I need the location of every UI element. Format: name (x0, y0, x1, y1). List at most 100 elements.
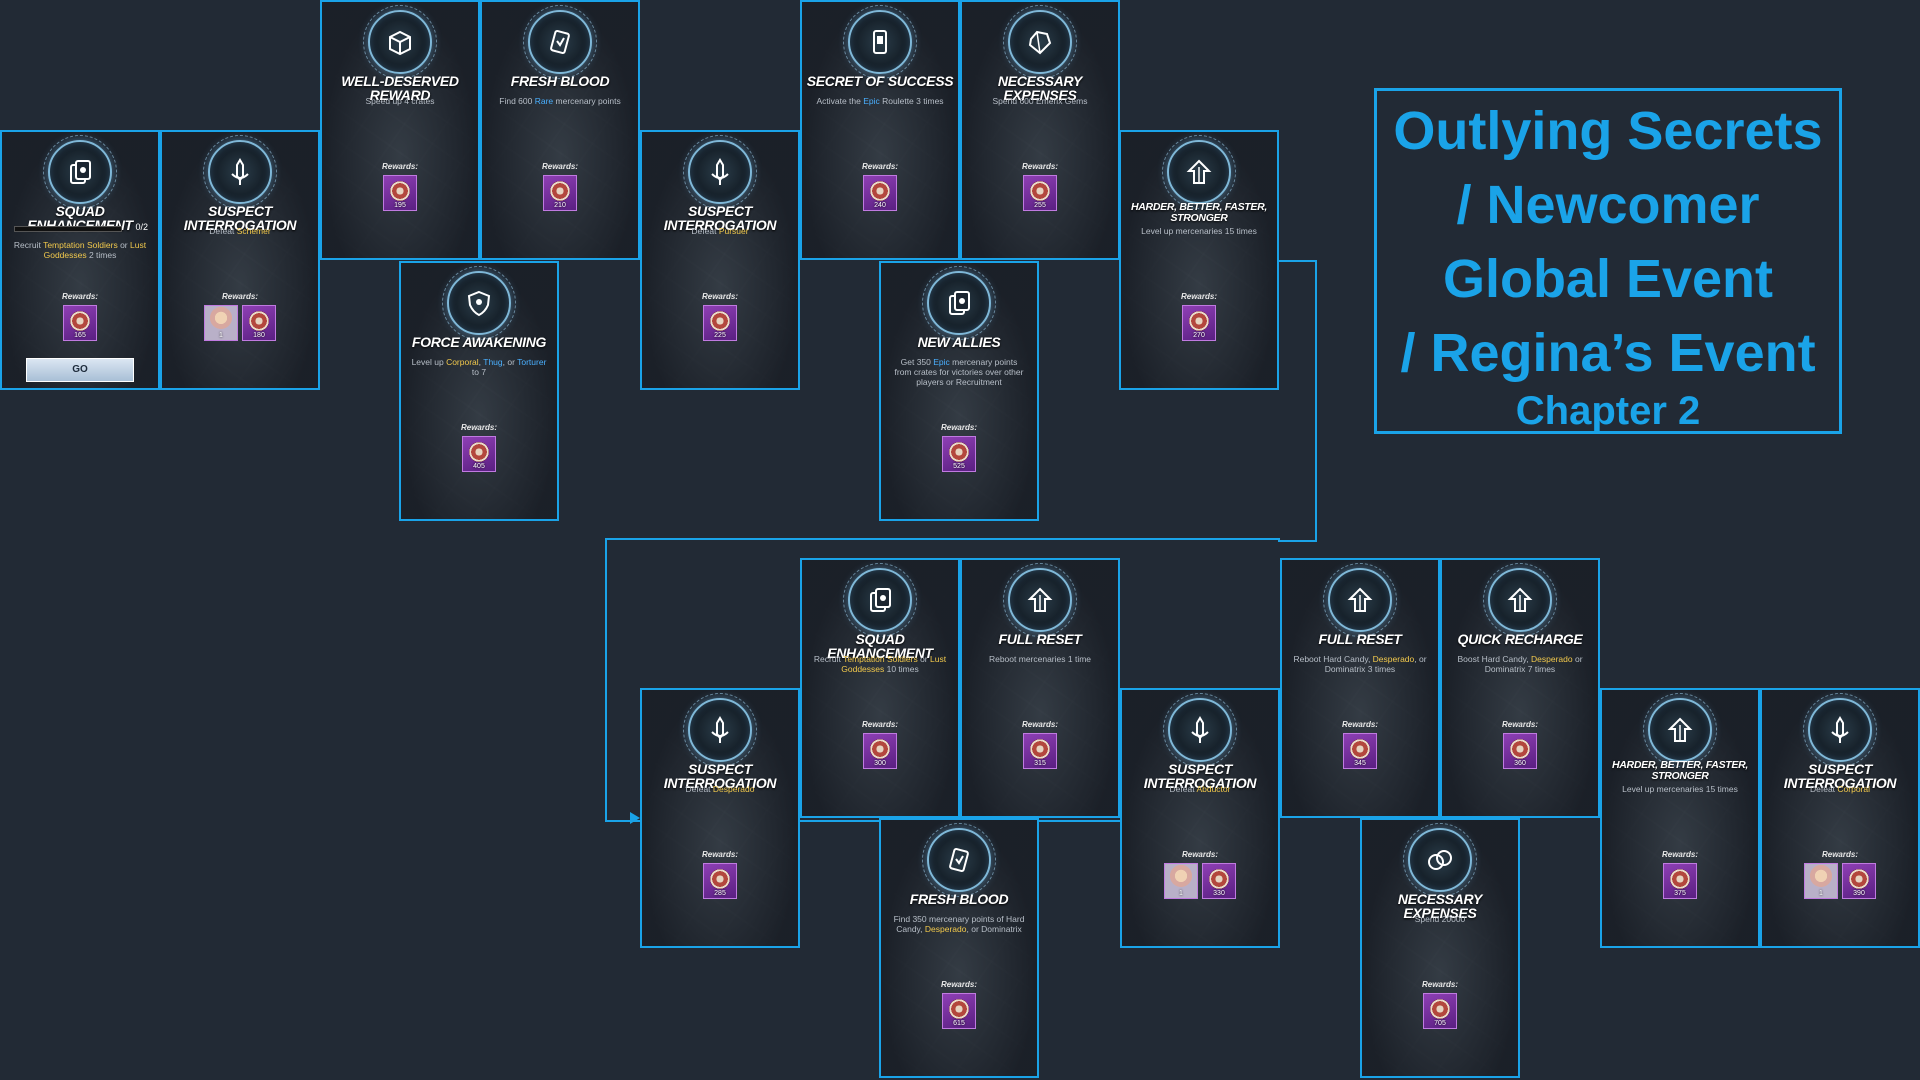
rewards-row: 1 330 (1122, 863, 1278, 899)
chip-reward[interactable]: 360 (1503, 733, 1537, 769)
reward-quantity: 405 (473, 463, 485, 470)
rewards-row: 705 (1362, 993, 1518, 1029)
quest-title: FULL RESET (1318, 631, 1402, 647)
cards-icon (843, 563, 917, 637)
hero-reward[interactable]: 1 (1804, 863, 1838, 899)
chip-reward[interactable]: 240 (863, 175, 897, 211)
dagger-icon (1803, 693, 1877, 767)
reward-quantity: 360 (1514, 760, 1526, 767)
quest-description: Spend 600 Emerix Gems (992, 96, 1088, 106)
chip-reward[interactable]: 375 (1663, 863, 1697, 899)
rewards-label: Rewards: (1341, 720, 1378, 729)
event-title-line: / Newcomer (1456, 175, 1760, 235)
chip-reward[interactable]: 165 (63, 305, 97, 341)
rewards-row: 315 (962, 733, 1118, 769)
chip-icon (710, 311, 730, 331)
reward-quantity: 375 (1674, 890, 1686, 897)
reward-quantity: 705 (1434, 1020, 1446, 1027)
quest-description: Reboot mercenaries 1 time (988, 654, 1092, 664)
chip-reward[interactable]: 195 (383, 175, 417, 211)
quest-description: Activate the Epic Roulette 3 times (816, 96, 944, 106)
chip-reward[interactable]: 405 (462, 436, 496, 472)
rewards-label: Rewards: (1661, 850, 1698, 859)
hero-reward[interactable]: 1 (204, 305, 238, 341)
chip-reward[interactable]: 330 (1202, 863, 1236, 899)
quest-title: SUSPECT INTERROGATION (1783, 761, 1897, 791)
chip-reward[interactable]: 315 (1023, 733, 1057, 769)
quest-card[interactable]: HARDER, BETTER, FASTER, STRONGER Level up… (1600, 688, 1760, 948)
quest-title: QUICK RECHARGE (1457, 631, 1583, 647)
chip-reward[interactable]: 210 (543, 175, 577, 211)
arrow-up-icon (1643, 693, 1717, 767)
rewards-row: 195 (322, 175, 478, 211)
rewards-row: 285 (642, 863, 798, 899)
quest-title: HARDER, BETTER, FASTER, STRONGER (1611, 759, 1749, 782)
chip-icon (1030, 181, 1050, 201)
reward-quantity: 615 (953, 1020, 965, 1027)
card-icon (843, 5, 917, 79)
chip-reward[interactable]: 525 (942, 436, 976, 472)
chip-reward[interactable]: 615 (942, 993, 976, 1029)
reward-quantity: 345 (1354, 760, 1366, 767)
dagger-icon (1163, 693, 1237, 767)
quest-title: SUSPECT INTERROGATION (183, 203, 297, 233)
reward-quantity: 285 (714, 890, 726, 897)
quest-description: Level up mercenaries 15 times (1622, 784, 1738, 794)
quest-title: SQUAD ENHANCEMENT (827, 631, 933, 661)
chip-reward[interactable]: 285 (703, 863, 737, 899)
hero-reward[interactable]: 1 (1164, 863, 1198, 899)
chip-icon (870, 181, 890, 201)
rewards-label: Rewards: (381, 162, 418, 171)
go-button[interactable]: GO (26, 358, 134, 382)
chip-reward[interactable]: 270 (1182, 305, 1216, 341)
rewards-label: Rewards: (1501, 720, 1538, 729)
chip-reward[interactable]: 390 (1842, 863, 1876, 899)
quest-title: NECESSARY EXPENSES (997, 73, 1083, 103)
quest-title: SUSPECT INTERROGATION (663, 203, 777, 233)
chip-reward[interactable]: 255 (1023, 175, 1057, 211)
quest-description: Recruit Temptation Soldiers or Lust Godd… (813, 654, 947, 674)
rewards-label: Rewards: (1421, 980, 1458, 989)
rewards-row: 525 (881, 436, 1037, 472)
quest-title: NECESSARY EXPENSES (1397, 891, 1483, 921)
rewards-row: 615 (881, 993, 1037, 1029)
chip-reward[interactable]: 345 (1343, 733, 1377, 769)
chip-icon (1189, 311, 1209, 331)
chip-icon (1030, 739, 1050, 759)
arrow-up-icon (1003, 563, 1077, 637)
rewards-label: Rewards: (460, 423, 497, 432)
chip-icon (949, 999, 969, 1019)
chip-icon (949, 442, 969, 462)
chip-reward[interactable]: 705 (1423, 993, 1457, 1029)
chip-reward[interactable]: 300 (863, 733, 897, 769)
chip-reward[interactable]: 225 (703, 305, 737, 341)
hero-portrait-icon (205, 306, 237, 340)
rewards-label: Rewards: (1181, 850, 1218, 859)
arrow-up-icon (1162, 135, 1236, 209)
reward-quantity: 240 (874, 202, 886, 209)
rewards-row: 225 (642, 305, 798, 341)
reward-quantity: 1 (1179, 890, 1183, 897)
cards-icon (43, 135, 117, 209)
rewards-row: 255 (962, 175, 1118, 211)
chip-reward[interactable]: 180 (242, 305, 276, 341)
